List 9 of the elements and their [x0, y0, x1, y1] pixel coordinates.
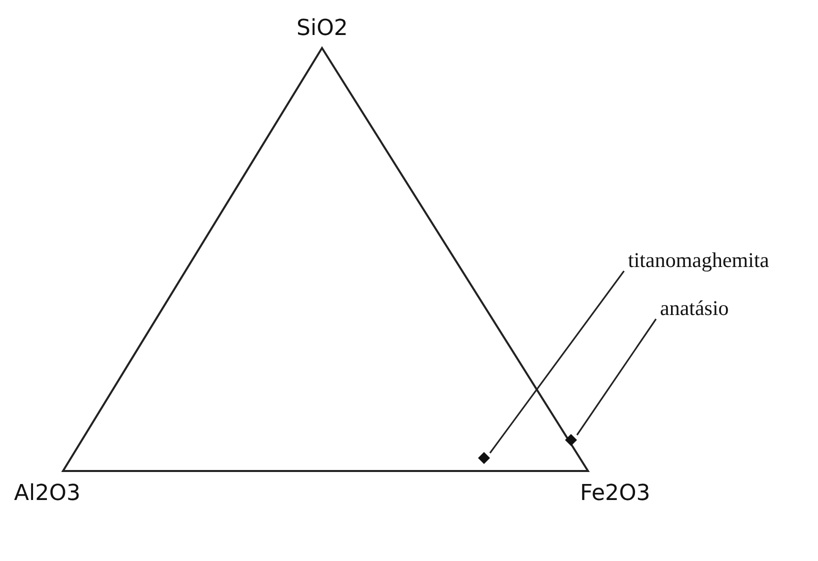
data-point-marker [477, 451, 491, 465]
point-label: anatásio [660, 296, 729, 321]
data-point-marker [564, 433, 578, 447]
vertex-label: Fe2O3 [580, 481, 650, 506]
leader-line [489, 270, 625, 454]
point-label: titanomaghemita [628, 248, 770, 273]
vertex-label: Al2O3 [14, 481, 80, 506]
leader-line [576, 318, 657, 436]
vertex-label: SiO2 [296, 16, 348, 41]
